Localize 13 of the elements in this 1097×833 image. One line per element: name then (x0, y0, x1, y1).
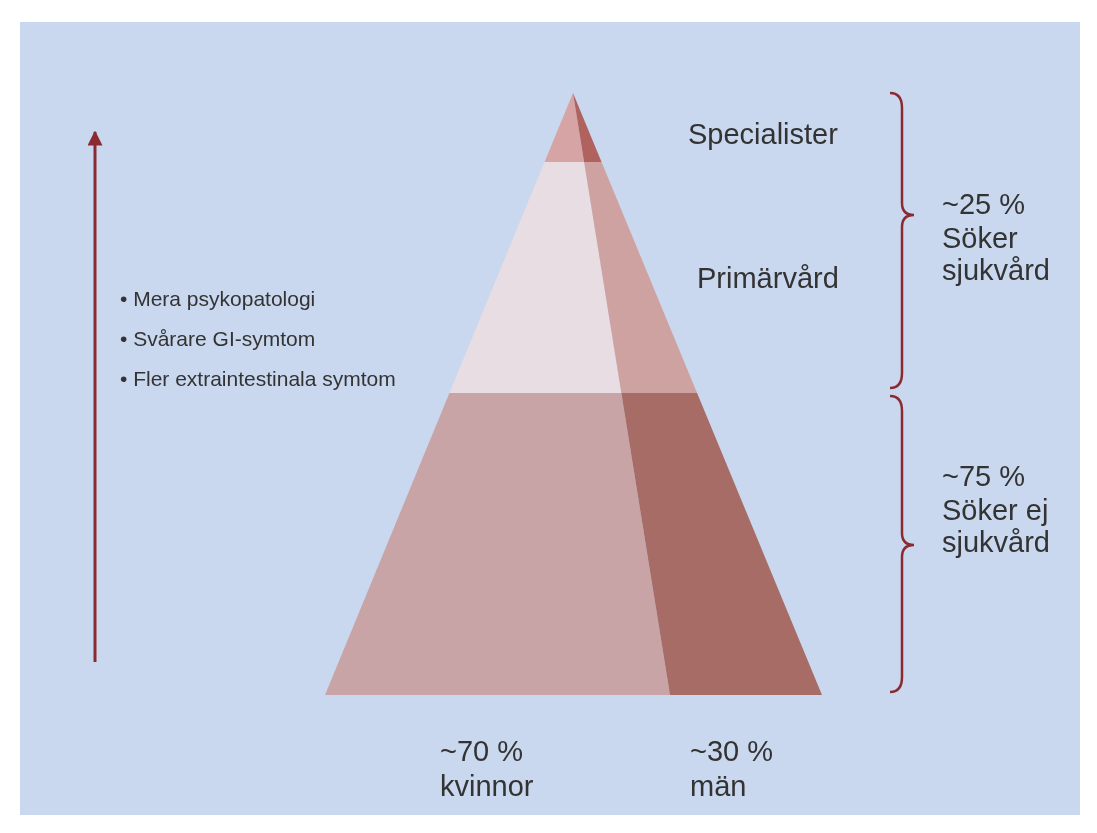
bullet-point: • Svårare GI-symtom (120, 326, 316, 352)
label: ~70 % (440, 735, 524, 767)
label: Söker ej sjukvård (942, 494, 1051, 558)
label: ~75 % (942, 460, 1026, 492)
label: Specialister (688, 118, 838, 150)
bullet-point: • Fler extraintestinala symtom (120, 366, 397, 392)
bullet-point: • Mera psykopatologi (120, 286, 316, 312)
label: Primärvård (697, 262, 839, 294)
label: män (690, 770, 747, 802)
label: Söker sjukvård (942, 222, 1051, 286)
label: ~25 % (942, 188, 1026, 220)
label: kvinnor (440, 770, 534, 802)
label: ~30 % (690, 735, 774, 767)
